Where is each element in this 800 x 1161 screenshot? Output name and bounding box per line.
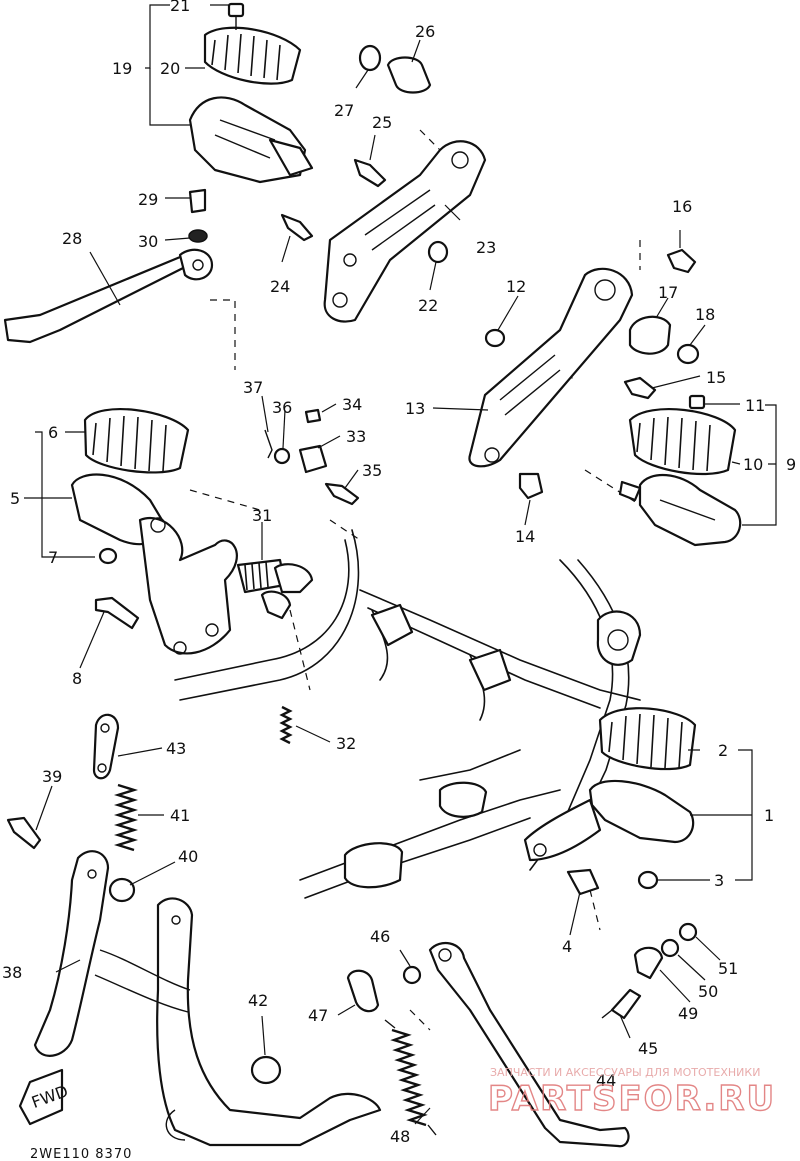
bushing-parts [358, 44, 449, 264]
callout-51: 51 [718, 959, 738, 978]
callout-48: 48 [390, 1127, 410, 1146]
passenger-footrest-right [618, 394, 742, 547]
callout-17: 17 [658, 283, 678, 302]
callout-50: 50 [698, 982, 718, 1001]
springs [113, 705, 437, 1136]
callout-28: 28 [62, 229, 82, 248]
rider-footrest-left [70, 408, 238, 655]
footrest-bracket-23 [280, 140, 487, 323]
callout-27: 27 [334, 101, 354, 120]
callout-40: 40 [178, 847, 198, 866]
callout-30: 30 [138, 232, 158, 251]
callout-23: 23 [476, 238, 496, 257]
watermark-tagline: ЗАПЧАСТИ И АКСЕССУАРЫ ДЛЯ МОТОТЕХНИКИ [490, 1066, 760, 1079]
callout-20: 20 [160, 59, 180, 78]
callout-22: 22 [418, 296, 438, 315]
callout-39: 39 [42, 767, 62, 786]
callout-43: 43 [166, 739, 186, 758]
callout-10: 10 [743, 455, 763, 474]
callout-26: 26 [415, 22, 435, 41]
callout-15: 15 [706, 368, 726, 387]
callout-49: 49 [678, 1004, 698, 1023]
callout-9: 9 [786, 455, 796, 474]
callout-19: 19 [112, 59, 132, 78]
callout-21: 21 [170, 0, 190, 15]
brake-pivot-assembly [236, 408, 360, 620]
callout-2: 2 [718, 741, 728, 760]
callout-32: 32 [336, 734, 356, 753]
callout-11: 11 [745, 396, 765, 415]
callout-44: 44 [596, 1071, 616, 1090]
callout-4: 4 [562, 937, 572, 956]
callout-18: 18 [695, 305, 715, 324]
small-hardware [6, 713, 422, 1085]
callout-8: 8 [72, 669, 82, 688]
callout-46: 46 [370, 927, 390, 946]
callout-35: 35 [362, 461, 382, 480]
callout-3: 3 [714, 871, 724, 890]
callout-13: 13 [405, 399, 425, 418]
center-stand-38 [33, 850, 382, 1147]
callout-24: 24 [270, 277, 290, 296]
callout-7: 7 [48, 548, 58, 567]
fwd-arrow-icon: FWD [18, 1068, 71, 1126]
callout-31: 31 [252, 506, 272, 525]
frame-outline [174, 129, 642, 1031]
callout-14: 14 [515, 527, 535, 546]
callout-12: 12 [506, 277, 526, 296]
callout-41: 41 [170, 806, 190, 825]
watermark-logo: ЗАПЧАСТИ И АКСЕССУАРЫ ДЛЯ МОТОТЕХНИКИ PA… [487, 1066, 776, 1120]
callout-45: 45 [638, 1039, 658, 1058]
callout-36: 36 [272, 398, 292, 417]
callout-5: 5 [10, 489, 20, 508]
callout-33: 33 [346, 427, 366, 446]
diagram-code: 2WE110 8370 [30, 1147, 132, 1161]
shift-pedal-28 [3, 188, 214, 344]
callout-38: 38 [2, 963, 22, 982]
callout-34: 34 [342, 395, 362, 414]
rider-footrest-right [523, 707, 697, 896]
callout-42: 42 [248, 991, 268, 1010]
callout-47: 47 [308, 1006, 328, 1025]
leader-lines [24, 4, 777, 1125]
rider-bracket-13 [468, 248, 700, 500]
callout-1: 1 [764, 806, 774, 825]
callout-16: 16 [672, 197, 692, 216]
callout-29: 29 [138, 190, 158, 209]
watermark-brand: PARTSFOR.RU [488, 1079, 776, 1119]
passenger-footrest-left [188, 2, 314, 184]
callout-37: 37 [243, 378, 263, 397]
callout-labels: 21 19 20 26 27 25 23 22 24 29 30 28 16 1… [2, 0, 796, 1146]
callout-25: 25 [372, 113, 392, 132]
callout-6: 6 [48, 423, 58, 442]
